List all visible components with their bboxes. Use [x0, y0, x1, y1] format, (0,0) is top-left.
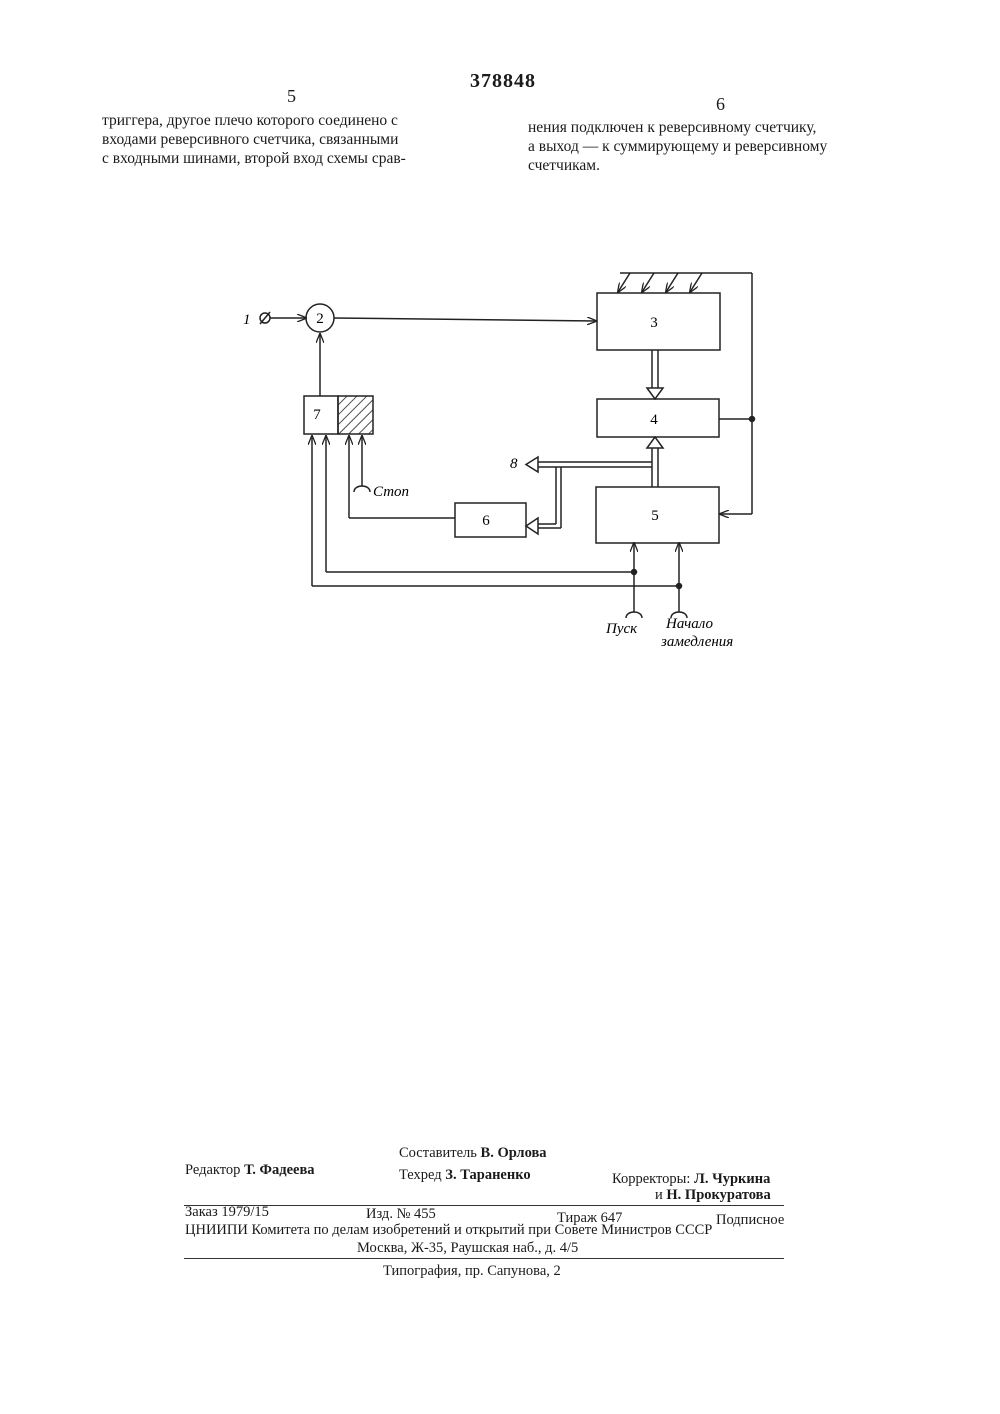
printing-house: Типография, пр. Сапунова, 2 [383, 1263, 561, 1280]
block-3-label: 3 [650, 315, 658, 331]
block-6-label: 6 [482, 513, 490, 529]
compiler-name: В. Орлова [481, 1145, 547, 1161]
compiler: Составитель В. Орлова [399, 1145, 547, 1162]
editor-label: Редактор [185, 1162, 240, 1178]
block-4-label: 4 [650, 412, 658, 428]
order-number: Заказ 1979/15 [185, 1204, 269, 1221]
block-7 [304, 396, 338, 434]
block-2-label: 2 [316, 311, 324, 327]
editor-name: Т. Фадеева [244, 1162, 314, 1178]
stop-terminal-icon [354, 486, 370, 492]
block-4 [597, 399, 719, 437]
start-terminal-icon [626, 612, 642, 618]
block-5-label: 5 [651, 508, 659, 524]
publisher-address: Москва, Ж-35, Раушская наб., д. 4/5 [357, 1240, 578, 1257]
correctors: Корректоры: Л. Чуркина [612, 1171, 770, 1188]
output-label: 8 [510, 456, 518, 472]
block-diagram: 1 2 3 4 5 6 7 8 Стоп Пуск Начало замедле… [0, 0, 1000, 700]
block-3 [597, 293, 720, 350]
publisher-org: ЦНИИПИ Комитета по делам изобретений и о… [185, 1222, 712, 1239]
input-label: 1 [243, 312, 251, 328]
corrector-2: Н. Прокуратова [666, 1187, 770, 1203]
block-7-label: 7 [313, 407, 321, 423]
input-terminal-icon [260, 312, 270, 324]
start-label: Пуск [605, 621, 638, 637]
subscription: Подписное [716, 1212, 784, 1229]
correctors-label: Корректоры: [612, 1171, 690, 1187]
block-6 [455, 503, 526, 537]
corrector-2-line: и Н. Прокуратова [655, 1187, 771, 1204]
techred: Техред З. Тараненко [399, 1167, 531, 1184]
footer-divider-top [184, 1205, 784, 1206]
compiler-label: Составитель [399, 1145, 477, 1161]
editor: Редактор Т. Фадеева [185, 1162, 315, 1179]
decel-label-line2: замедления [660, 634, 733, 650]
techred-label: Техред [399, 1167, 442, 1183]
corrector-1: Л. Чуркина [694, 1171, 770, 1187]
footer-divider-bottom [184, 1258, 784, 1259]
edition-number: Изд. № 455 [366, 1206, 436, 1223]
block-7-hatched [338, 396, 373, 434]
corrector-2-prefix: и [655, 1187, 663, 1203]
decel-label-line1: Начало [665, 616, 714, 632]
techred-name: З. Тараненко [445, 1167, 530, 1183]
stop-label: Стоп [373, 484, 409, 500]
